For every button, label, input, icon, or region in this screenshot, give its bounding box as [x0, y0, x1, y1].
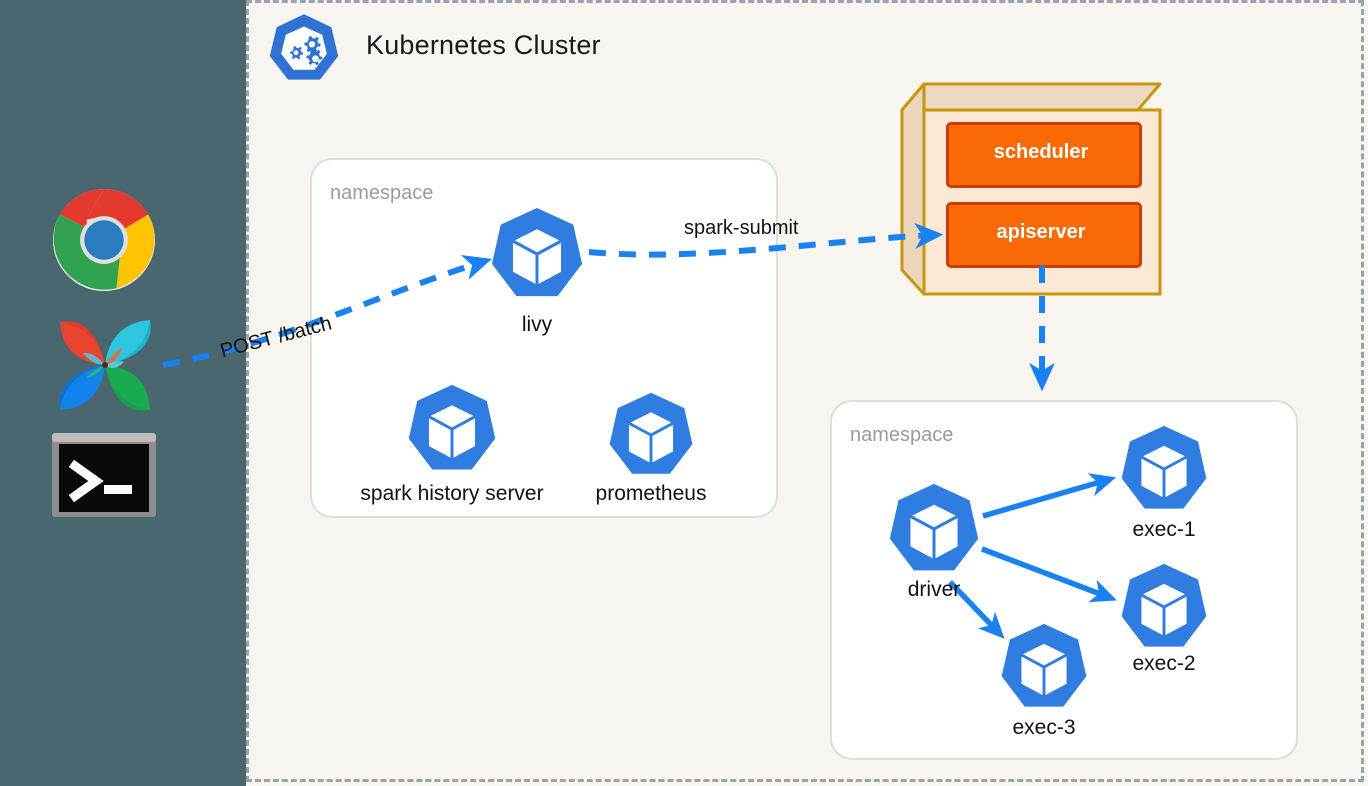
namespace-label-services: namespace	[330, 182, 434, 204]
page-title: Kubernetes Cluster	[366, 30, 601, 60]
airflow-icon[interactable]	[50, 310, 160, 420]
namespace-label-spark: namespace	[850, 424, 954, 446]
pod-prometheus[interactable]	[606, 391, 696, 481]
kubernetes-logo	[266, 12, 342, 88]
chrome-icon[interactable]	[52, 188, 156, 292]
service-box-scheduler[interactable]	[946, 122, 1142, 188]
service-box-apiserver[interactable]	[946, 202, 1142, 268]
pod-label-exec-1: exec-1	[1132, 518, 1196, 541]
pod-exec-2[interactable]	[1118, 562, 1210, 654]
pod-label-exec-3: exec-3	[1012, 716, 1076, 739]
control-plane-box: scheduler apiserver	[900, 82, 1162, 296]
pod-label-exec-2: exec-2	[1132, 652, 1196, 675]
pod-livy[interactable]	[488, 206, 586, 304]
pod-label-prometheus: prometheus	[595, 482, 707, 505]
pod-driver[interactable]	[886, 482, 982, 578]
pod-exec-1[interactable]	[1118, 424, 1210, 516]
pod-spark-history-server[interactable]	[405, 383, 499, 477]
edge-label-spark-submit: spark-submit	[684, 217, 799, 239]
terminal-icon[interactable]	[52, 433, 156, 517]
pod-label-spark-history-server: spark history server	[360, 482, 544, 505]
pod-label-driver: driver	[907, 578, 961, 601]
pod-exec-3[interactable]	[998, 622, 1090, 714]
pod-label-livy: livy	[521, 313, 553, 336]
